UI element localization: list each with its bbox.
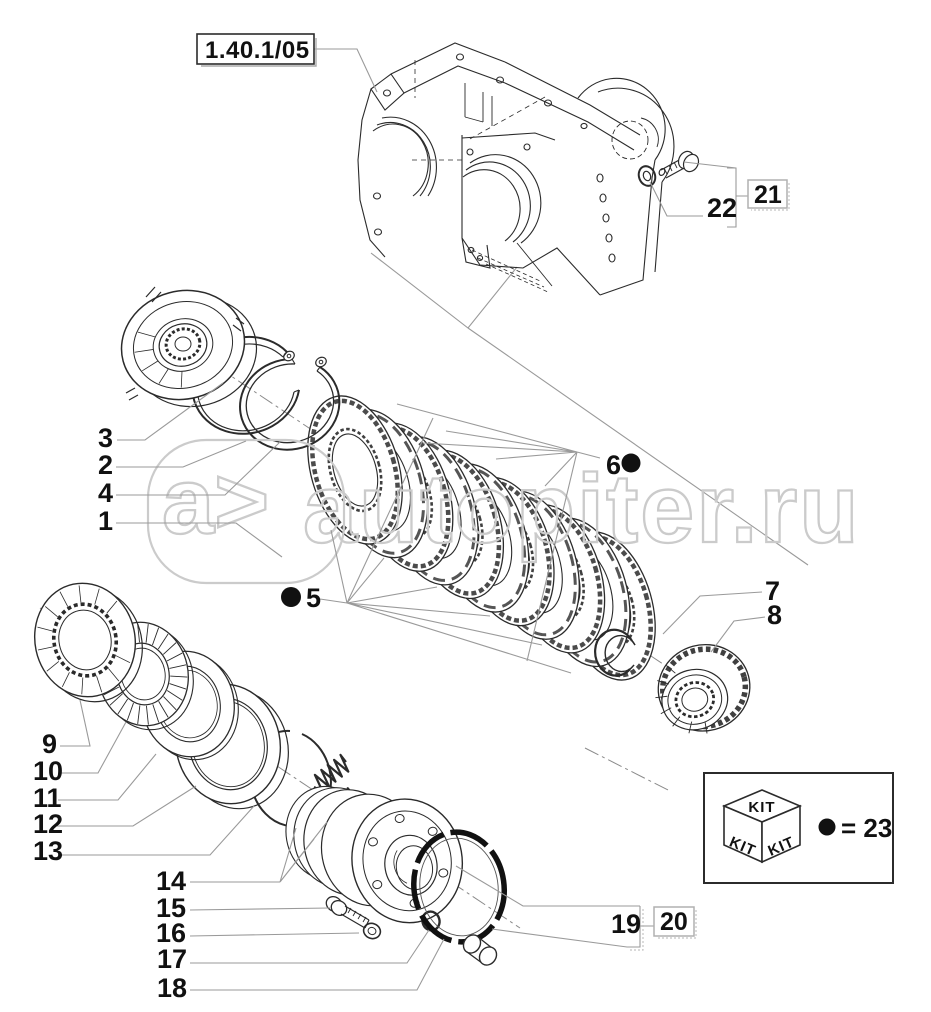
piston-drum [285,785,464,924]
watermark: a> autopiter.ru [146,438,861,585]
callout-9: 9 [42,729,57,759]
kit-ref-21[interactable]: 21 [747,179,790,211]
callout-8: 8 [767,600,782,630]
bolt-part15 [325,896,370,929]
splined-washer-part9 [33,582,143,703]
snap-ring-part4 [239,350,341,451]
callout-10: 10 [33,756,63,786]
watermark-site-text: autopiter.ru [303,454,861,563]
pin-part20 [462,934,498,966]
clutch-drum-part3 [120,286,258,408]
callout-14: 14 [156,866,186,896]
callout-12: 12 [33,809,63,839]
housing-support [357,42,675,296]
clutch-plate-pack [307,395,656,681]
callout-4: 4 [98,478,113,508]
gear-hub-part8 [655,643,751,734]
box-20-label[interactable]: 20 [660,908,688,936]
callout-labels: 3 2 4 1 5 6 7 8 9 10 11 12 13 14 15 16 1… [33,193,782,1003]
callout-17: 17 [157,944,187,974]
kit-marker-dot-legend [818,818,836,836]
callout-16: 16 [156,918,186,948]
kit-ref-20[interactable]: 20 [653,906,697,939]
callout-6: 6 [606,450,621,480]
ref-label[interactable]: 1.40.1/05 [205,37,310,64]
callout-7: 7 [765,576,780,606]
kit-cube-icon [721,789,803,864]
callout-1: 1 [98,506,113,536]
wave-ring-part2 [191,335,300,435]
kit-marker-dot-5 [281,587,301,607]
callout-2: 2 [98,450,113,480]
snap-ring-part7 [594,628,636,677]
construction-lines [370,252,809,566]
callout-22: 22 [707,193,737,223]
callout-18: 18 [157,973,187,1003]
ref-link[interactable]: 1.40.1/05 [196,33,317,67]
callout-19: 19 [611,909,641,939]
watermark-logo-frame [146,438,346,585]
kit-legend-box: KIT KIT KIT = 23 [703,772,894,884]
callout-11: 11 [33,783,62,813]
box-21-label[interactable]: 21 [754,181,782,209]
kit-label-top: KIT [748,799,775,816]
callout-3: 3 [98,423,113,453]
washer-part16 [362,922,382,940]
watermark-logo-text: a> [162,448,269,553]
kit-marker-dot-6 [621,453,641,473]
washer-22 [637,165,657,187]
callout-13: 13 [33,836,63,866]
callout-15: 15 [156,893,186,923]
leader-lines [57,48,766,991]
fitting-bolt-22 [658,150,700,179]
kit-equals-label: = 23 [841,813,892,843]
callout-5: 5 [306,583,321,613]
